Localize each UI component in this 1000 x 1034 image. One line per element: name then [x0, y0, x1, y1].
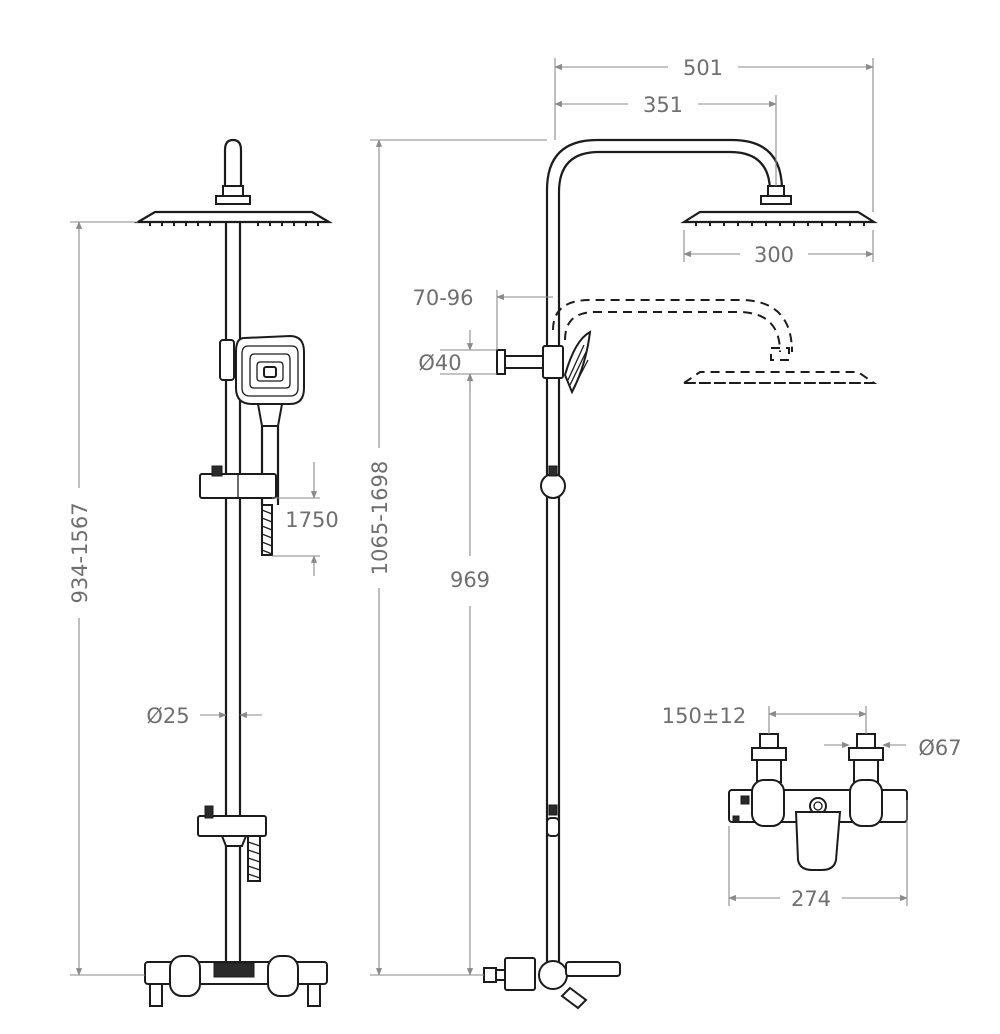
dim-flange-diameter: Ø67	[918, 736, 961, 760]
side-view	[483, 138, 878, 1010]
dim-head-width: 300	[754, 243, 794, 267]
dim-hose-length: 1750	[285, 508, 338, 532]
dim-mixer-width: 274	[791, 887, 831, 911]
dim-inlet-spacing: 150±12	[662, 704, 746, 728]
dim-arm-reach: 351	[643, 93, 683, 117]
dim-bracket-diameter: Ø40	[418, 351, 461, 375]
dim-wall-offset: 70-96	[412, 286, 473, 310]
dimension-lines	[70, 58, 908, 976]
front-view	[133, 138, 334, 1007]
dim-pipe-diameter: Ø25	[146, 704, 189, 728]
dim-total-height: 1065-1698	[368, 461, 392, 575]
rain-head-nozzles-front	[149, 222, 319, 226]
dim-rail-height: 934-1567	[68, 502, 92, 603]
dim-overall-width: 501	[683, 56, 723, 80]
dim-mixer-height: 969	[450, 568, 490, 592]
mixer-detail-view	[728, 733, 908, 871]
